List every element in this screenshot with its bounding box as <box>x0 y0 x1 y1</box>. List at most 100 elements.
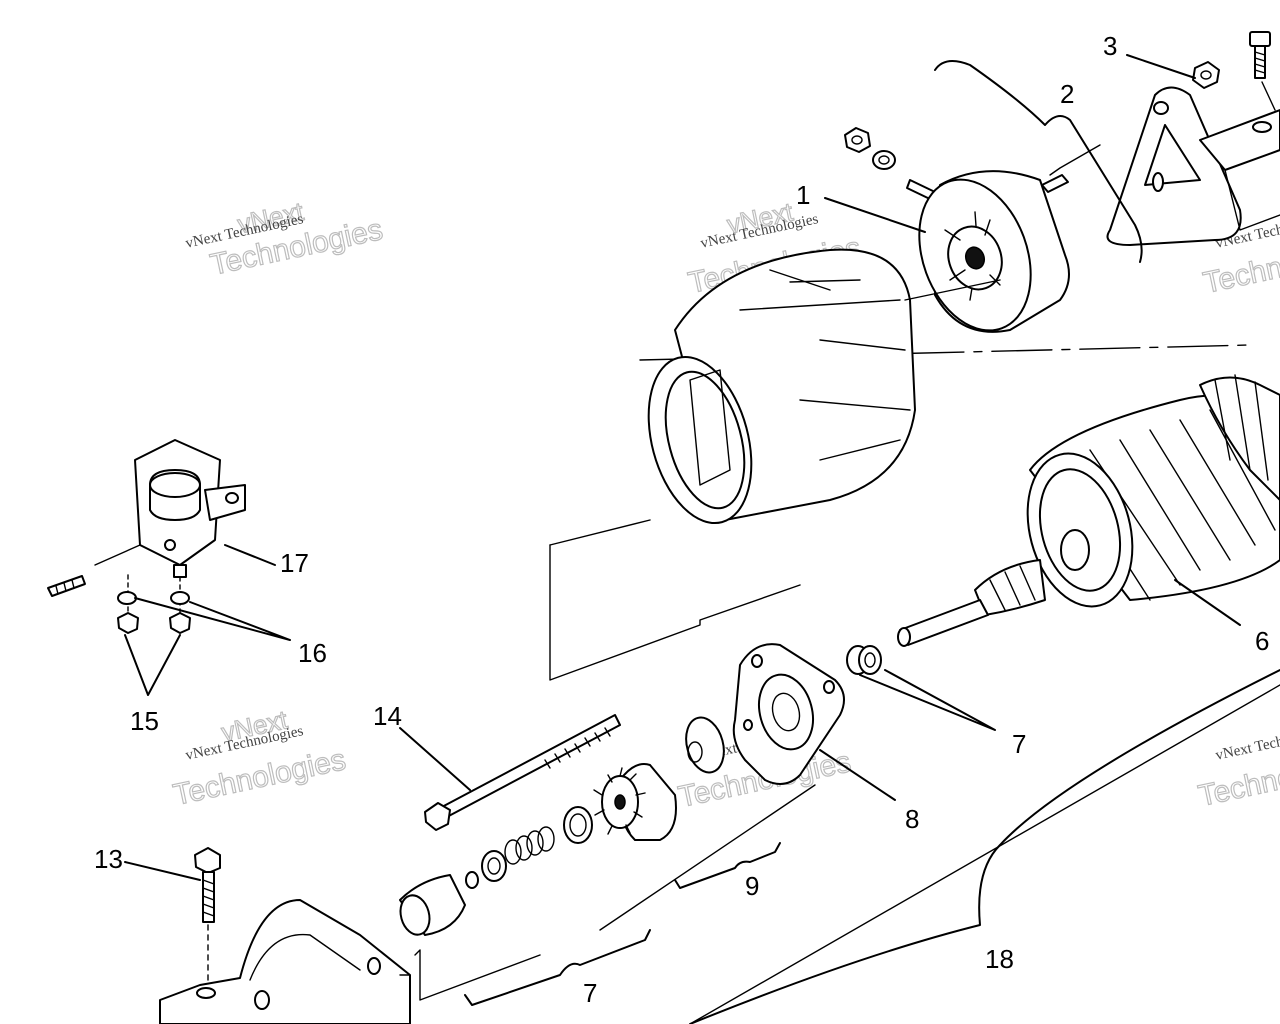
housing-shading <box>739 269 911 461</box>
armature-helix <box>974 559 1046 616</box>
leader-17 <box>224 544 276 566</box>
top-bolt-leader <box>1261 81 1276 111</box>
drive-plate-hole-3 <box>743 719 753 731</box>
part-end-cap <box>844 127 1101 333</box>
callout-7-right: 7 <box>1012 729 1026 759</box>
nose-housing-hole-2 <box>367 957 381 975</box>
leader-1 <box>824 197 926 233</box>
spring-coil-4 <box>537 826 555 852</box>
drive-plate-boss <box>758 673 814 751</box>
solenoid-washer-2 <box>170 591 190 605</box>
armature-commutator-bars <box>1214 374 1269 481</box>
top-bolt-head <box>1249 31 1271 47</box>
armature-shaft <box>899 599 989 646</box>
solenoid-coil-top <box>149 472 201 498</box>
nose-housing-slot <box>196 987 216 999</box>
callout-9: 9 <box>745 871 759 901</box>
callout-17: 17 <box>280 548 309 578</box>
leader-8 <box>819 749 896 801</box>
brace-18 <box>689 669 1280 1024</box>
solenoid-plunger <box>47 575 86 597</box>
thrust-washer-2-hole <box>864 652 876 668</box>
part-through-bolt <box>424 714 621 831</box>
end-cap-washer-inner <box>878 155 890 165</box>
part-mount-bracket <box>1106 86 1280 246</box>
nose-housing-arch <box>249 933 361 981</box>
solenoid-terminal <box>173 564 187 578</box>
nose-housing-flange <box>399 974 411 1024</box>
stack-retainer-ring <box>465 871 479 889</box>
brace-group <box>464 669 1280 1024</box>
drive-cap <box>685 716 725 774</box>
leader-3 <box>1126 54 1196 79</box>
solenoid-tab-hole <box>225 492 239 504</box>
part-nut-3 <box>1192 61 1220 89</box>
stack-bushing-face <box>399 894 431 936</box>
part-solenoid-hardware <box>117 591 191 634</box>
watermark-1: Technologies vNext vNext Technologies <box>184 195 386 282</box>
pinion-center <box>614 794 626 810</box>
brace-7-lower <box>464 929 651 1006</box>
part-top-bolt <box>1249 31 1276 111</box>
callout-1: 1 <box>796 180 810 210</box>
solenoid-plunger-ridges <box>55 579 75 595</box>
callout-labels: 3 2 1 6 7 8 9 7 18 13 14 15 16 17 <box>94 31 1269 1008</box>
stack-collar-hole <box>569 813 587 837</box>
mount-bolt-head <box>194 847 221 874</box>
part-nose-housing <box>159 899 411 1024</box>
end-cap-washer <box>872 150 896 170</box>
callout-14: 14 <box>373 701 402 731</box>
armature-windings <box>1038 468 1122 592</box>
housing-frame-top <box>549 279 1001 546</box>
leader-7-right <box>859 669 996 731</box>
armature-hub <box>1060 529 1090 571</box>
armature-shaft-end <box>897 627 911 647</box>
through-bolt-head <box>424 802 451 831</box>
nose-frame-outline <box>414 784 816 1001</box>
part-drive-group <box>593 716 725 841</box>
mount-bolt-thread <box>202 879 215 917</box>
bracket-triangle-hole <box>1144 124 1201 186</box>
part-mount-bolt <box>194 847 221 986</box>
spring-coil-1 <box>504 839 522 865</box>
solenoid-washer-1 <box>117 591 137 605</box>
callout-8: 8 <box>905 804 919 834</box>
callout-2: 2 <box>1060 79 1074 109</box>
stack-spring <box>504 826 555 865</box>
stack-stop-collar <box>481 850 507 882</box>
drive-cap-hole <box>687 741 703 763</box>
group-18-frame-line <box>689 684 1280 1024</box>
thrust-washer-2 <box>858 645 882 675</box>
brace-9 <box>674 842 781 889</box>
callout-6: 6 <box>1255 626 1269 656</box>
end-cap-ribs <box>944 211 1001 301</box>
end-cap-nut <box>844 127 871 153</box>
end-cap-washer-outer <box>872 150 896 170</box>
watermark-4: Technologies vNext vNext Technologies <box>170 704 349 813</box>
armature-helix-threads <box>989 565 1036 611</box>
solenoid-wire <box>94 544 141 566</box>
mount-bolt-shank <box>202 871 215 923</box>
nose-housing-body <box>159 899 411 1024</box>
callout-15: 15 <box>130 706 159 736</box>
part-drive-end-plate <box>732 643 845 785</box>
end-cap-nut-hole <box>851 135 863 145</box>
solenoid-stud <box>164 539 176 551</box>
end-cap-terminal-stud <box>1049 144 1101 176</box>
solenoid-tab <box>204 484 246 521</box>
leader-13 <box>124 861 201 881</box>
housing-bore <box>664 370 746 510</box>
stack-collar <box>563 806 593 844</box>
callout-16: 16 <box>298 638 327 668</box>
pinion-teeth <box>593 767 646 835</box>
bracket-arm-edge <box>1224 169 1280 231</box>
leader-14 <box>399 727 471 791</box>
callout-3: 3 <box>1103 31 1117 61</box>
leader-lines <box>124 54 1241 881</box>
part-thrust-washers <box>846 645 882 675</box>
watermark-6-text: vNext Technologies <box>1214 723 1280 764</box>
watermark-6: Technologies vNext Technologies <box>1195 723 1280 813</box>
part-drive-stack <box>399 806 593 936</box>
